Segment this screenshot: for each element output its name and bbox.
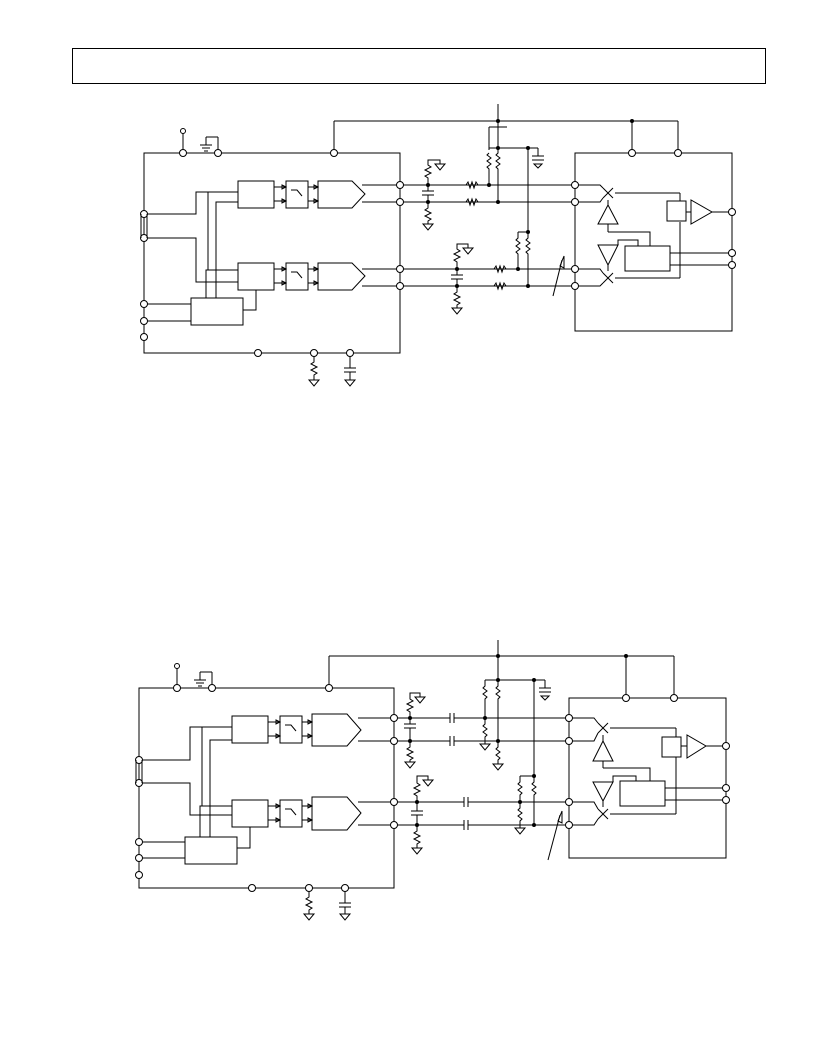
bottom-pins	[254, 349, 357, 387]
modulator-chip-outline	[565, 694, 730, 859]
control-block	[184, 727, 251, 865]
interconnect-network	[403, 121, 572, 315]
modulator-chip-outline	[571, 149, 736, 332]
lo-buffers	[592, 735, 723, 807]
left-pins	[135, 726, 232, 879]
mixer-i	[578, 184, 681, 203]
mixer-i	[572, 717, 677, 742]
output-amp	[666, 199, 729, 225]
top-supply-pins	[173, 663, 333, 692]
output-amp	[661, 734, 723, 759]
ac-coupled-interface-schematic	[135, 640, 730, 921]
top-supply-pins	[179, 128, 338, 157]
control-block	[190, 192, 257, 326]
q-channel-blocks	[231, 796, 394, 831]
page-header-frame	[72, 48, 766, 84]
bottom-pins	[248, 884, 352, 921]
dc-coupled-interface-schematic	[140, 104, 736, 387]
mixer-q	[572, 757, 677, 826]
dac-output-pins	[390, 714, 398, 829]
q-channel-blocks	[237, 262, 400, 291]
dac-chip-outline	[143, 152, 401, 354]
supply-rail	[333, 104, 679, 153]
i-channel-blocks	[231, 713, 394, 747]
mixer-q	[578, 222, 681, 287]
dac-chip-outline	[138, 687, 395, 889]
interconnect-network	[397, 656, 566, 861]
lo-buffers	[597, 200, 729, 272]
i-channel-blocks	[237, 180, 400, 209]
supply-rail	[328, 640, 675, 698]
left-pins	[140, 191, 238, 341]
